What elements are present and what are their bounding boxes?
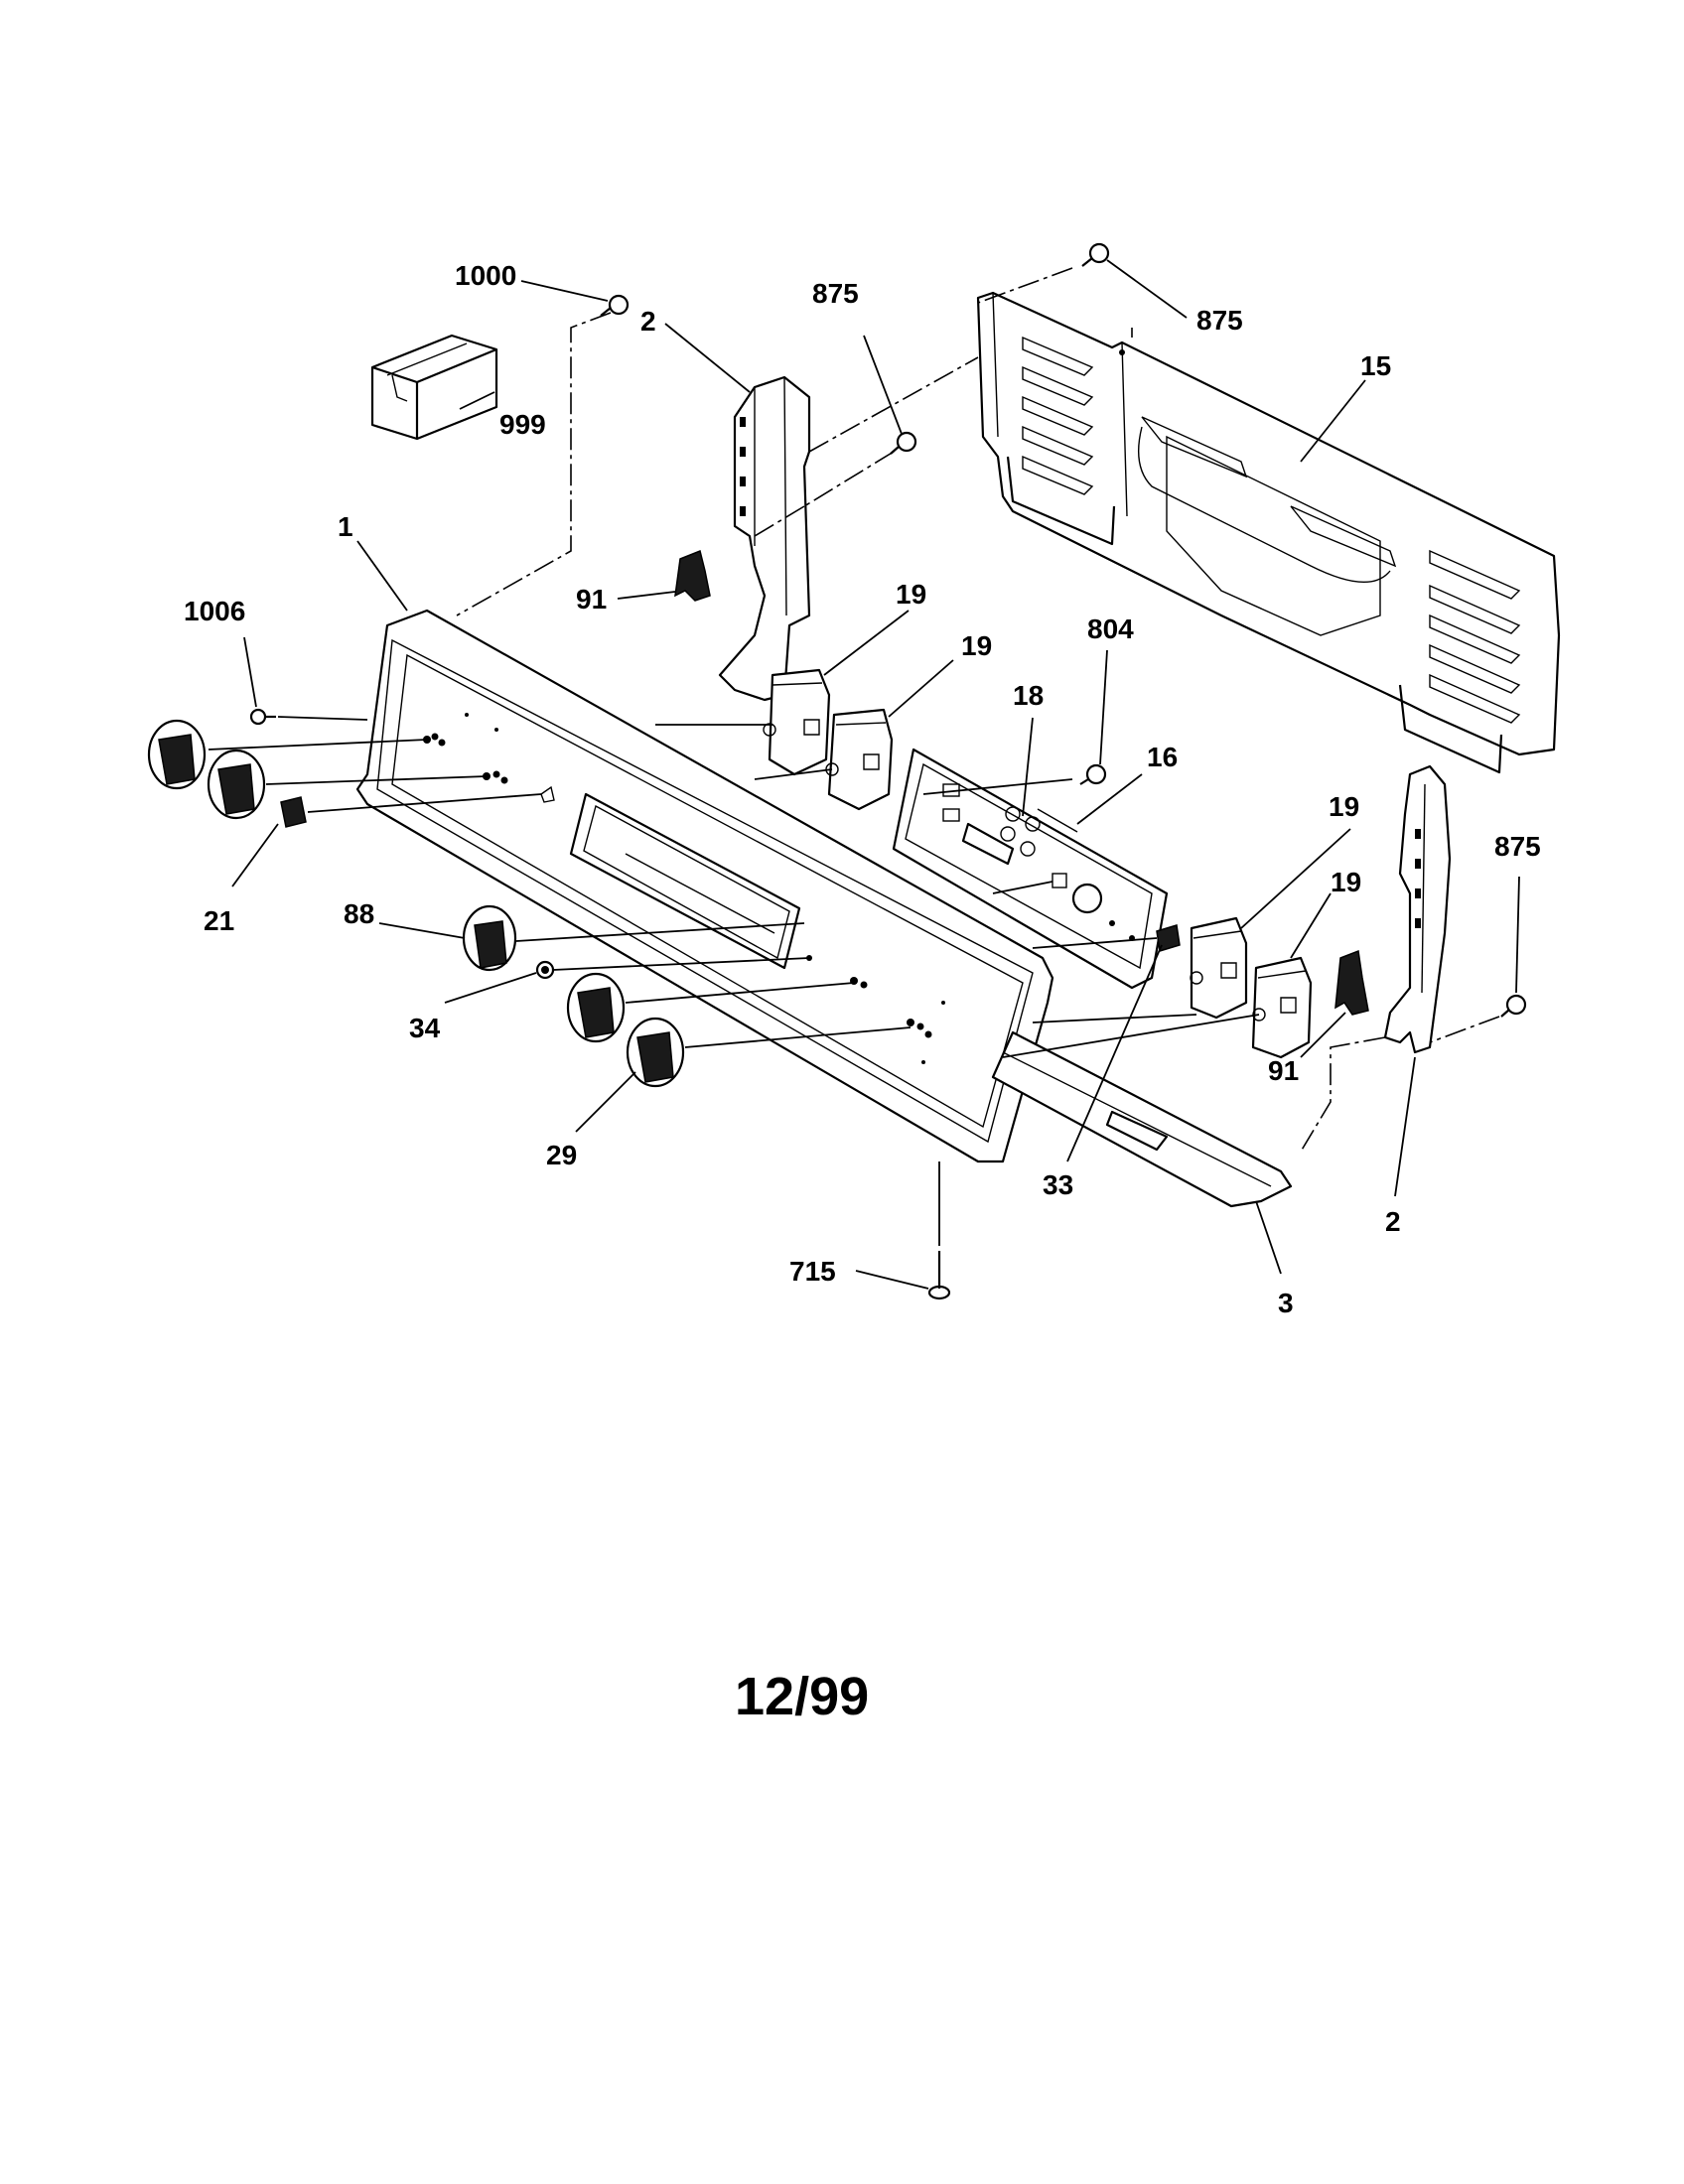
callout-875-top: 875: [1196, 305, 1243, 336]
panel-dial-markings-right: [806, 955, 945, 1064]
vent-slots-right: [1429, 549, 1521, 724]
callout-91-right: 91: [1268, 1055, 1299, 1086]
callout-2-right: 2: [1385, 1206, 1401, 1237]
callout-19-d: 19: [1331, 867, 1361, 897]
screw-715: [927, 1251, 951, 1300]
screw-875-mid: [890, 431, 917, 455]
knob-88: [462, 904, 517, 972]
infinite-switch-3: [1190, 916, 1248, 1020]
callout-29: 29: [546, 1140, 577, 1170]
callout-3: 3: [1278, 1288, 1294, 1318]
knob-29-lower-left: [207, 749, 266, 820]
callout-1: 1: [338, 511, 353, 542]
electronic-control-board: [892, 748, 1169, 990]
callout-999: 999: [499, 409, 546, 440]
infinite-switch-4: [1251, 956, 1313, 1059]
callout-21: 21: [204, 905, 234, 936]
vent-slots-left: [1022, 336, 1094, 495]
lamp-34: [535, 960, 555, 980]
callout-19-c: 19: [1329, 791, 1359, 822]
callout-88: 88: [344, 898, 374, 929]
callout-875-right: 875: [1494, 831, 1541, 862]
screw-1006: [249, 708, 276, 726]
callout-19-a: 19: [896, 579, 926, 610]
rear-vented-panel: [976, 291, 1561, 774]
main-control-panel: [355, 609, 1054, 1163]
callout-804: 804: [1087, 614, 1134, 644]
callout-715: 715: [789, 1256, 836, 1287]
callout-2-left: 2: [640, 306, 656, 337]
screw-875-top: [1081, 242, 1110, 267]
bracket-clip-left: [674, 549, 711, 602]
literature-box: [370, 334, 498, 441]
indicator-light-21: [280, 796, 307, 828]
screw-804: [1079, 763, 1107, 785]
callout-91-left: 91: [576, 584, 607, 614]
left-side-bracket: [718, 375, 811, 702]
callout-leaders: [231, 259, 1520, 1290]
callout-34: 34: [409, 1013, 441, 1043]
connector-33: [1156, 924, 1181, 952]
infinite-switch-2: [825, 708, 894, 811]
assembly-centerlines: [208, 267, 1500, 1246]
diagram-date-code: 12/99: [735, 1667, 869, 1726]
right-side-bracket: [1383, 764, 1452, 1054]
knob-29-upper-left: [147, 719, 207, 790]
callout-18: 18: [1013, 680, 1044, 711]
callout-16: 16: [1147, 742, 1178, 772]
lower-trim-strip: [991, 1030, 1293, 1208]
callout-labels: 1000 875 875 875 2 2 15 999 1 1006 91 91…: [184, 260, 1541, 1318]
callout-33: 33: [1043, 1169, 1073, 1200]
knob-29-center-upper: [566, 972, 626, 1043]
knob-29-center-lower: [626, 1017, 685, 1088]
callout-19-b: 19: [961, 630, 992, 661]
callout-15: 15: [1360, 350, 1391, 381]
bracket-clip-right: [1334, 949, 1369, 1016]
screw-875-right: [1500, 994, 1527, 1018]
callout-875-mid: 875: [812, 278, 859, 309]
screw-1000: [600, 294, 630, 317]
infinite-switch-1: [763, 668, 831, 776]
callout-1000: 1000: [455, 260, 516, 291]
callout-1006: 1006: [184, 596, 245, 626]
